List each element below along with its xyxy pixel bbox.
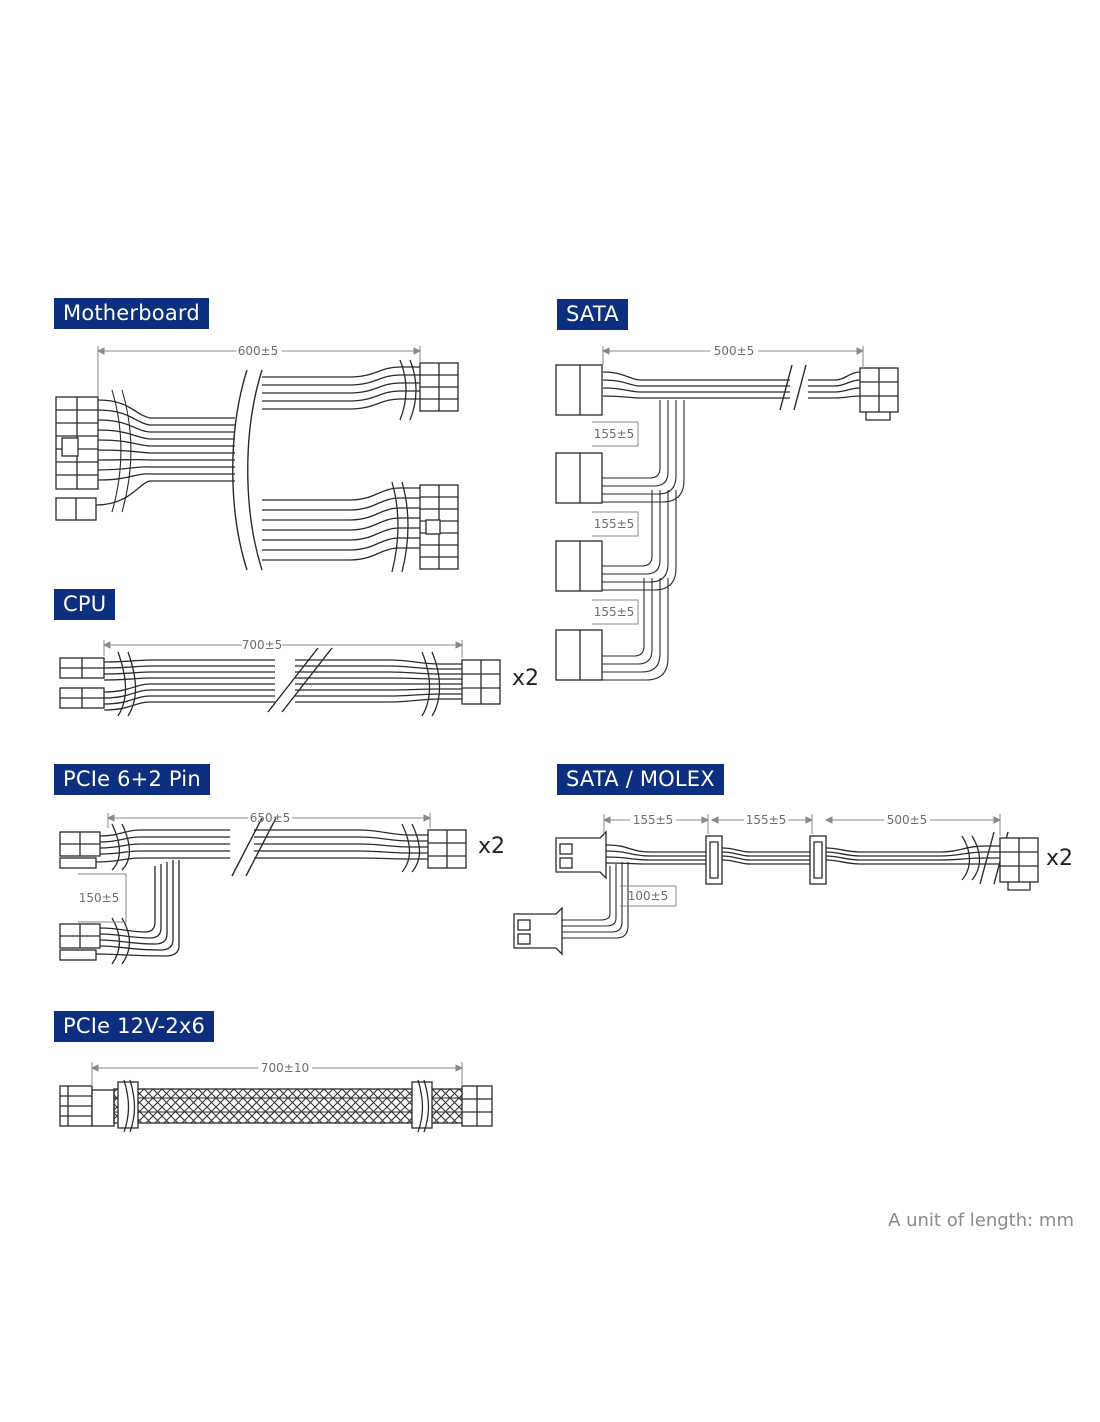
unit-footnote: A unit of length: mm	[888, 1210, 1074, 1231]
label-pcie-12v: PCIe 12V-2x6	[54, 1011, 215, 1042]
dim-sata-molex-2: 155±5	[746, 813, 787, 827]
dim-sata-molex-1: 155±5	[633, 813, 674, 827]
dim-sata-molex-branch: 100±5	[628, 889, 669, 903]
pcie-6-2-cable-drawing	[59, 817, 467, 965]
multiplier-cpu: x2	[512, 666, 540, 691]
dim-sata-molex-3: 500±5	[887, 813, 928, 827]
dim-pcie-12v: 700±10	[261, 1061, 309, 1075]
dim-cpu: 700±5	[242, 638, 283, 652]
dim-sata-main: 500±5	[714, 344, 755, 358]
pcie-12v-cable-drawing	[59, 1079, 493, 1133]
label-sata-molex: SATA / MOLEX	[557, 764, 724, 795]
dim-pcie-6-2-main: 650±5	[250, 811, 291, 825]
cpu-cable-drawing	[59, 647, 501, 717]
sata-cable-drawing	[555, 364, 899, 681]
dim-motherboard: 600±5	[238, 344, 279, 358]
dim-pcie-6-2-branch: 150±5	[79, 891, 120, 905]
motherboard-cable-drawing	[55, 359, 459, 573]
multiplier-sata-molex: x2	[1046, 846, 1074, 871]
dim-sata-gap-2: 155±5	[594, 517, 635, 531]
dim-sata-gap-3: 155±5	[594, 605, 635, 619]
dim-sata-gap-1: 155±5	[594, 427, 635, 441]
sata-molex-cable-drawing	[513, 830, 1039, 956]
label-sata: SATA	[557, 299, 628, 330]
label-cpu: CPU	[54, 589, 116, 620]
label-motherboard: Motherboard	[54, 298, 209, 329]
label-pcie-6-2: PCIe 6+2 Pin	[54, 764, 210, 795]
multiplier-pcie-6-2: x2	[478, 834, 506, 859]
